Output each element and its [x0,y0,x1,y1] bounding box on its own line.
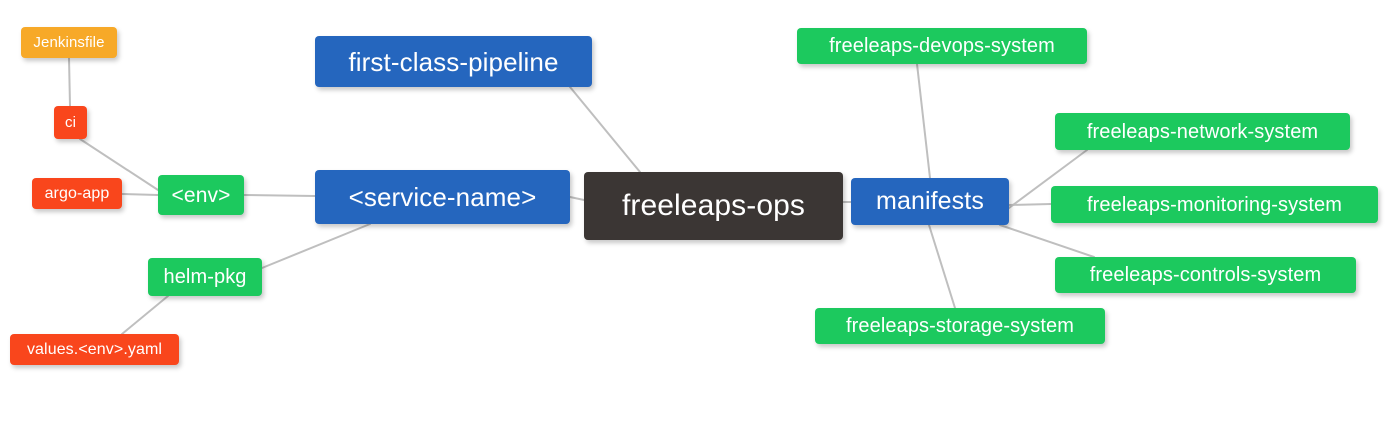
edge-manifests-to-freeleaps-controls-system [999,224,1095,258]
edge-helm-pkg-to-values-yaml [121,295,169,335]
node-label-manifests: manifests [876,187,984,215]
node-label-freeleaps-controls-system: freeleaps-controls-system [1089,264,1322,286]
node-freeleaps-storage-system[interactable]: freeleaps-storage-system [815,308,1105,344]
edge-service-name-to-helm-pkg [261,223,371,269]
edge-ci-to-jenkinsfile [68,57,71,107]
node-values-yaml[interactable]: values.<env>.yaml [10,334,179,365]
node-label-jenkinsfile: Jenkinsfile [33,34,105,51]
edge-env-to-argo-app [121,193,159,196]
node-label-freeleaps-network-system: freeleaps-network-system [1086,120,1319,143]
edge-manifests-to-freeleaps-storage-system [928,224,956,309]
node-freeleaps-devops-system[interactable]: freeleaps-devops-system [797,28,1087,64]
node-freeleaps-controls-system[interactable]: freeleaps-controls-system [1055,257,1356,293]
node-label-helm-pkg: helm-pkg [163,266,247,288]
node-label-argo-app: argo-app [44,184,110,202]
node-label-ci: ci [64,114,77,131]
node-label-values-yaml: values.<env>.yaml [26,340,163,358]
node-freeleaps-network-system[interactable]: freeleaps-network-system [1055,113,1350,150]
edge-freeleaps-ops-to-service-name [569,196,585,201]
node-label-first-class-pipeline: first-class-pipeline [348,46,559,77]
edge-freeleaps-ops-to-first-class-pipeline [569,86,641,173]
edge-manifests-to-freeleaps-monitoring-system [1008,203,1052,206]
node-service-name[interactable]: <service-name> [315,170,570,224]
node-argo-app[interactable]: argo-app [32,178,122,209]
node-first-class-pipeline[interactable]: first-class-pipeline [315,36,592,87]
edge-service-name-to-env [243,194,316,197]
node-manifests[interactable]: manifests [851,178,1009,225]
node-label-env: <env> [171,183,231,207]
node-label-service-name: <service-name> [348,182,537,212]
node-freeleaps-monitoring-system[interactable]: freeleaps-monitoring-system [1051,186,1378,223]
node-env[interactable]: <env> [158,175,244,215]
node-freeleaps-ops[interactable]: freeleaps-ops [584,172,843,240]
node-jenkinsfile[interactable]: Jenkinsfile [21,27,117,58]
node-helm-pkg[interactable]: helm-pkg [148,258,262,296]
node-label-freeleaps-ops: freeleaps-ops [621,189,806,222]
node-label-freeleaps-storage-system: freeleaps-storage-system [845,315,1075,337]
edge-manifests-to-freeleaps-devops-system [916,63,931,179]
node-label-freeleaps-devops-system: freeleaps-devops-system [829,35,1055,57]
node-ci[interactable]: ci [54,106,87,139]
node-label-freeleaps-monitoring-system: freeleaps-monitoring-system [1086,193,1342,216]
